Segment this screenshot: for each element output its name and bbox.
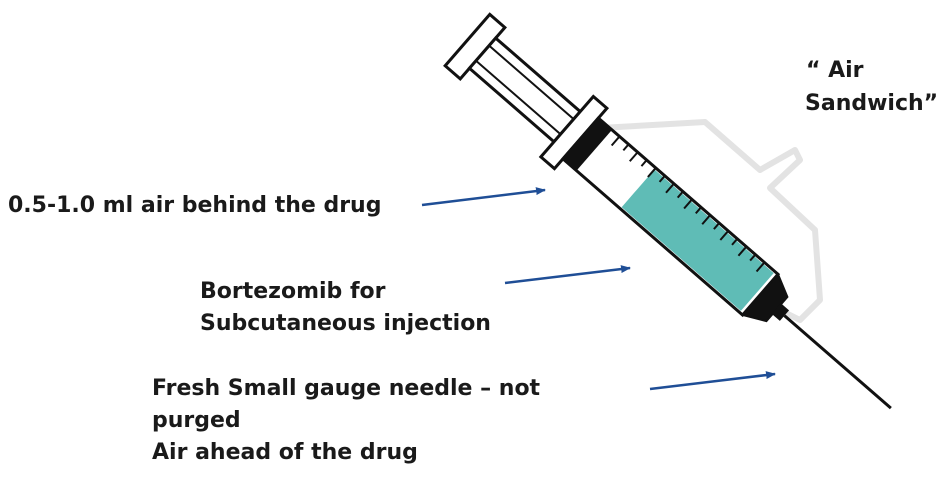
- drug-label-line2: Subcutaneous injection: [200, 310, 491, 336]
- air-behind-label: 0.5-1.0 ml air behind the drug: [8, 193, 382, 218]
- drug-arrow: [504, 265, 631, 285]
- needle-label-line3: Air ahead of the drug: [152, 439, 418, 465]
- barrel-graduations: [610, 135, 766, 273]
- plunger-stopper: [562, 118, 612, 171]
- air-sandwich-title: “ Air Sandwich”: [805, 54, 939, 120]
- air-behind-arrow: [421, 187, 546, 207]
- drug-fill: [621, 169, 774, 311]
- needle-hub: [740, 272, 789, 323]
- needle-label: Fresh Small gauge needle – not purged Ai…: [152, 373, 540, 469]
- syringe-icon: [443, 12, 892, 410]
- plunger-rod: [467, 35, 583, 144]
- air-sandwich-bracket: [599, 119, 823, 323]
- air-sandwich-line1: “ Air: [806, 58, 864, 83]
- needle: [783, 314, 892, 410]
- drug-label-line1: Bortezomib for: [200, 279, 386, 304]
- air-sandwich-line2: Sandwich”: [805, 91, 939, 116]
- needle-arrow: [649, 371, 776, 391]
- needle-label-line1: Fresh Small gauge needle – not: [152, 376, 541, 401]
- needle-label-line2: purged: [152, 407, 241, 433]
- drug-label: Bortezomib for Subcutaneous injection: [200, 276, 491, 340]
